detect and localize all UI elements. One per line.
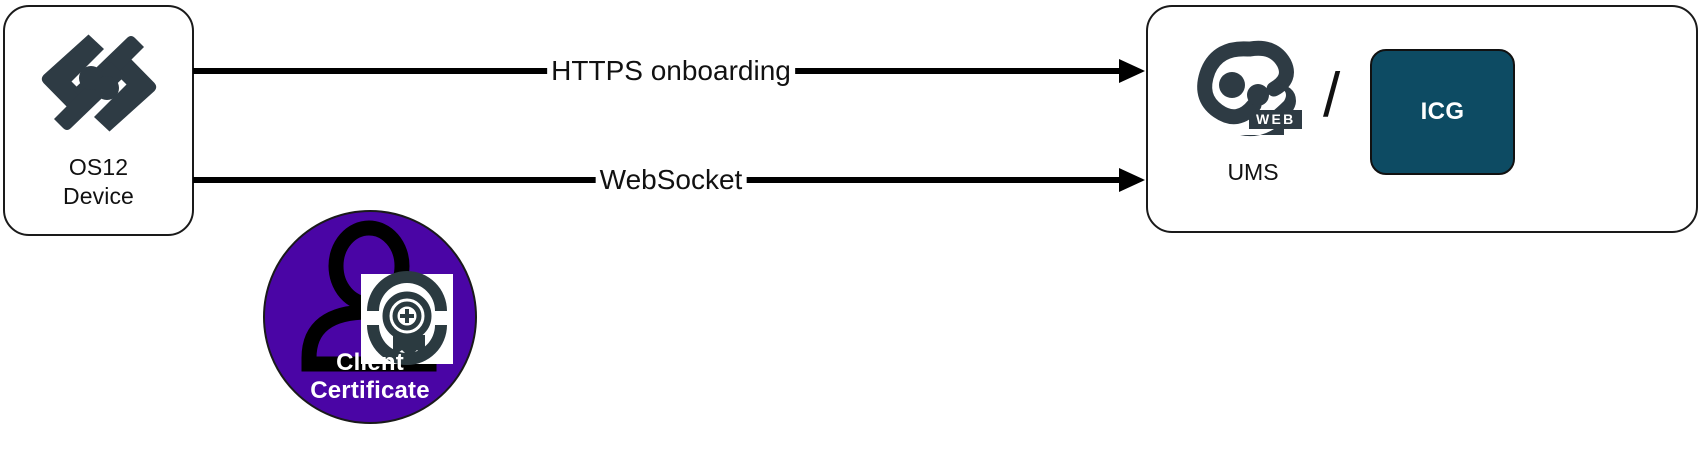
cert-label-line2: Certificate xyxy=(310,377,430,405)
ums-logo-group: WEB xyxy=(1188,31,1318,146)
edge-https-label: HTTPS onboarding xyxy=(547,55,795,87)
node-icg[interactable]: ICG xyxy=(1370,49,1515,175)
user-with-certificate-icon xyxy=(301,220,453,372)
node-icg-label: ICG xyxy=(1420,98,1465,125)
edge-https-arrowhead-icon xyxy=(1119,59,1145,83)
badge-client-certificate-label: Client Certificate xyxy=(265,349,475,406)
ums-web-logo-icon xyxy=(1197,40,1296,137)
edge-websocket-label: WebSocket xyxy=(595,164,747,196)
os12-chain-logo-icon xyxy=(41,34,156,132)
ums-web-badge: WEB xyxy=(1249,110,1302,129)
node-os12-device-label: OS12 Device xyxy=(5,153,192,210)
edge-websocket-arrowhead-icon xyxy=(1119,168,1145,192)
badge-client-certificate[interactable]: Client Certificate xyxy=(263,210,477,424)
node-ums[interactable]: WEB / ICG UMS xyxy=(1146,5,1698,233)
cert-label-line1: Client xyxy=(336,349,404,376)
device-label-line2: Device xyxy=(63,182,134,209)
ums-icg-separator: / xyxy=(1323,61,1341,130)
node-ums-label: UMS xyxy=(1227,159,1279,185)
device-label-line1: OS12 xyxy=(68,154,129,180)
node-os12-device[interactable]: OS12 Device xyxy=(3,5,194,236)
